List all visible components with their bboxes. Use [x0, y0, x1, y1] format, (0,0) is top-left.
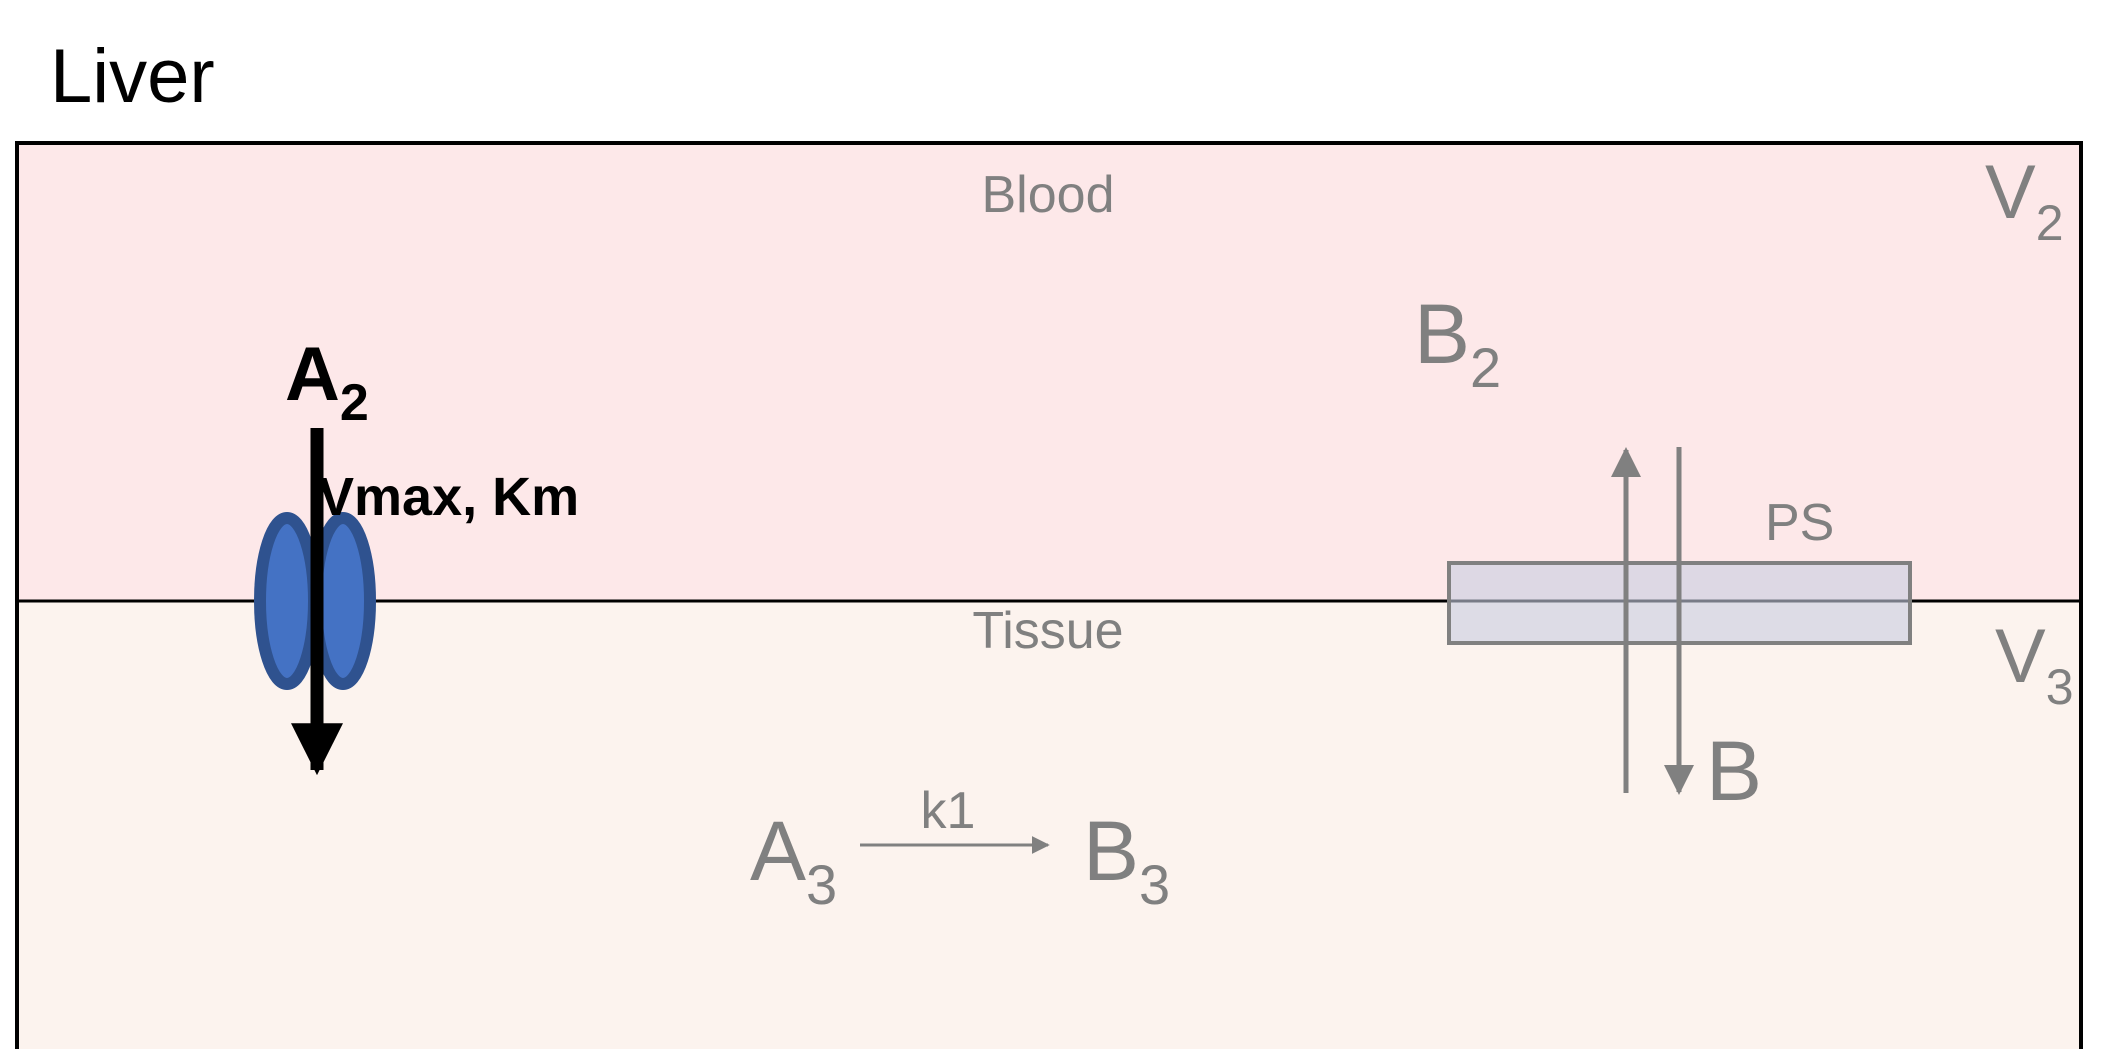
passive-exit-species-label: B — [1706, 724, 1762, 818]
transporter-species-symbol: A — [285, 332, 340, 417]
transporter-right-lobe — [310, 512, 376, 690]
reaction-reactant-subscript: 3 — [806, 853, 837, 916]
transporter-species-label: A2 — [285, 332, 369, 432]
tissue-volume-subscript: 3 — [2046, 659, 2074, 715]
reaction-product-symbol: B — [1083, 804, 1139, 898]
permeability-label: PS — [1765, 494, 1834, 552]
diagram-title: Liver — [50, 34, 215, 119]
reaction-product-subscript: 3 — [1139, 853, 1170, 916]
blood-label: Blood — [982, 166, 1115, 224]
transporter-species-subscript: 2 — [340, 374, 369, 432]
passive-blood-species-symbol: B — [1414, 287, 1470, 381]
passive-blood-species-subscript: 2 — [1470, 336, 1501, 399]
blood-volume-symbol: V — [1985, 150, 2036, 235]
reaction-reactant-label: A3 — [750, 804, 837, 916]
tissue-volume-label: V3 — [1995, 614, 2074, 715]
passive-blood-species-label: B2 — [1414, 287, 1501, 399]
tissue-volume-symbol: V — [1995, 614, 2046, 699]
reaction-product-label: B3 — [1083, 804, 1170, 916]
transporter-params-label: Vmax, Km — [318, 467, 579, 527]
reaction-reactant-symbol: A — [750, 804, 806, 898]
reaction-rate-label: k1 — [921, 782, 976, 840]
transporter-left-lobe — [254, 512, 320, 690]
blood-compartment — [17, 143, 2081, 601]
blood-volume-label: V2 — [1985, 150, 2064, 251]
tissue-label: Tissue — [972, 602, 1123, 660]
blood-volume-subscript: 2 — [2036, 195, 2064, 251]
